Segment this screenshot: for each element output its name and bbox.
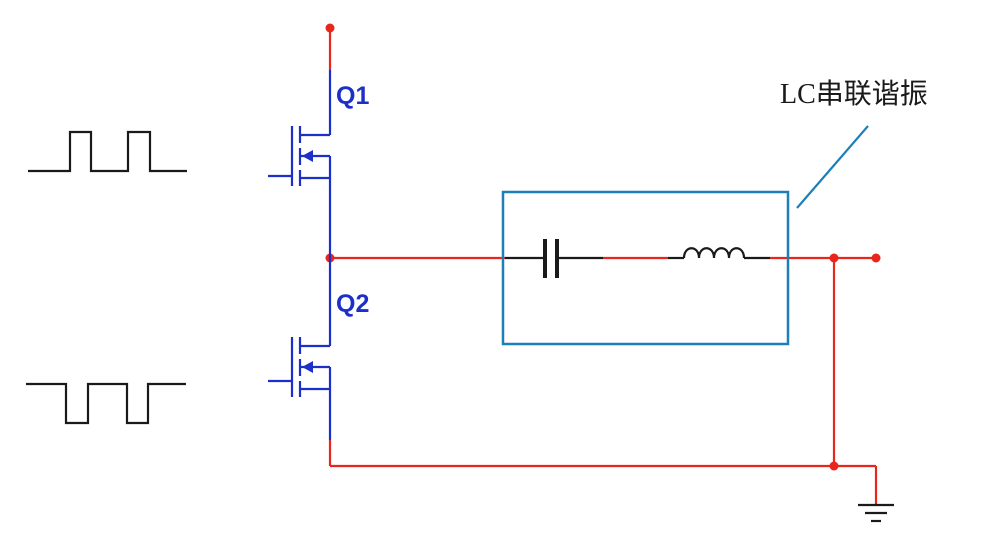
output-junction-node — [829, 253, 839, 263]
q1-label: Q1 — [336, 82, 369, 110]
return-junction-node — [829, 461, 839, 471]
gate-drive-waveform-q2 — [26, 382, 186, 425]
lc-callout-label: LC串联谐振 — [780, 78, 928, 110]
q2-body-arrow — [302, 361, 313, 373]
n-mosfet-icon — [268, 70, 332, 258]
supply-node — [325, 23, 335, 33]
q1-body-arrow — [302, 150, 313, 162]
lc-callout-leader — [796, 125, 869, 209]
n-mosfet-icon — [268, 258, 332, 440]
capacitor-icon — [505, 239, 603, 278]
lc-highlight-box — [501, 190, 790, 346]
inductor-icon — [668, 247, 770, 260]
ground-icon — [858, 503, 894, 523]
gate-drive-waveform-q1 — [28, 130, 187, 173]
junction-dots — [325, 23, 881, 471]
q2-label: Q2 — [336, 290, 369, 318]
output-terminal-node — [871, 253, 881, 263]
